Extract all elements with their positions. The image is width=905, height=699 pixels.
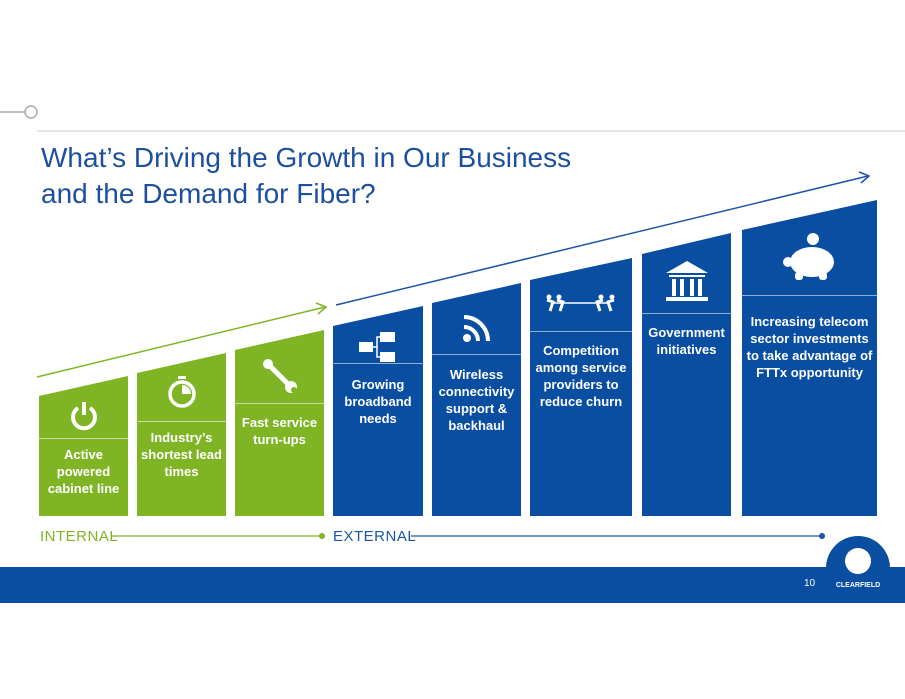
driver-column-investments: Increasing telecom sector investments to… <box>742 200 877 516</box>
driver-column-wireless: Wireless connectivity support & backhaul <box>432 283 521 516</box>
driver-column-broadband: Growing broadband needs <box>333 306 423 516</box>
driver-label: Competition among service providers to r… <box>535 343 627 409</box>
driver-label: Active powered cabinet line <box>47 447 120 496</box>
page-title: What’s Driving the Growth in Our Busines… <box>41 142 572 209</box>
stopwatch-icon <box>137 375 226 409</box>
driver-label: Government initiatives <box>648 325 725 357</box>
driver-label: Growing broadband needs <box>344 377 412 426</box>
footer-band <box>0 567 905 603</box>
network-icon <box>333 330 423 366</box>
power-icon <box>39 400 128 432</box>
driver-column-competition: Competition among service providers to r… <box>530 258 632 516</box>
external-label: EXTERNAL <box>333 528 417 545</box>
logo-tree-icon <box>845 548 871 574</box>
tug-of-war-icon <box>530 294 632 312</box>
piggy-bank-icon <box>742 232 877 284</box>
driver-label: Fast service turn-ups <box>241 415 318 447</box>
driver-column-lead-times: Industry’s shortest lead times <box>137 353 226 516</box>
government-building-icon <box>642 260 731 302</box>
logo-text: CLEARFIELD <box>835 582 881 589</box>
wrench-icon <box>235 358 324 394</box>
driver-column-government: Government initiatives <box>642 233 731 516</box>
internal-label: INTERNAL <box>40 528 119 545</box>
driver-column-fast-service: Fast service turn-ups <box>235 330 324 516</box>
driver-column-active-cabinet: Active powered cabinet line <box>39 376 128 516</box>
wireless-icon <box>432 313 521 343</box>
logo-badge: CLEARFIELD <box>826 536 890 600</box>
driver-label: Increasing telecom sector investments to… <box>746 314 873 380</box>
driver-label: Industry’s shortest lead times <box>141 430 222 479</box>
page-number: 10 <box>804 578 816 589</box>
driver-label: Wireless connectivity support & backhaul <box>438 367 515 433</box>
